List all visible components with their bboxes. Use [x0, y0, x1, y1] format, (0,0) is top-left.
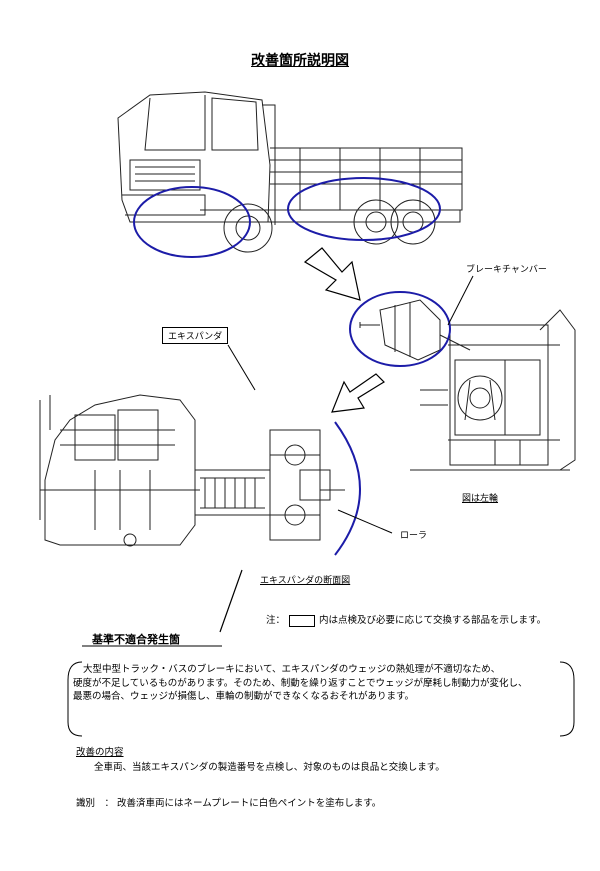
front-wheel [223, 203, 273, 253]
brake-chamber-highlight [349, 291, 451, 367]
brake-chamber-label: ブレーキチャンバー [466, 265, 547, 275]
arrow-to-chamber [303, 247, 361, 301]
defect-line-2: 硬度が不足しているものがあります。そのため、制動を繰り返すことでウェッジが摩耗し… [73, 677, 528, 689]
brake-chamber-leader [447, 275, 474, 326]
rear-brake-highlight [287, 177, 441, 241]
note-line: 注： 内は点検及び必要に応じて交換する部品を示します。 [266, 612, 546, 627]
desc-bracket-left [67, 661, 83, 737]
identification-text: 改善済車両にはネームプレートに白色ペイントを塗布します。 [117, 798, 382, 809]
brake-chamber-drawing [359, 299, 471, 361]
desc-bracket-right [559, 661, 575, 737]
roller-leader [337, 509, 393, 534]
defect-heading: 基準不適合発生箇 [92, 633, 180, 646]
note-prefix: 注： [266, 615, 286, 626]
left-wheel-caption: 図は左輪 [462, 494, 499, 504]
remedy-heading: 改善の内容 [76, 747, 124, 758]
expander-leader [227, 344, 256, 391]
note-sample-box [289, 614, 316, 627]
truck-illustration [117, 91, 463, 253]
page-title: 改善箇所説明図 [251, 53, 349, 69]
identification-label: 識別 ： [76, 798, 115, 809]
arrow-to-section [331, 373, 385, 413]
expander-section-drawing [39, 394, 345, 547]
note-text: 内は点検及び必要に応じて交換する部品を示します。 [319, 615, 547, 626]
front-brake-highlight [133, 186, 251, 258]
expander-label: エキスパンダ [162, 327, 229, 344]
brake-assembly-drawing [410, 309, 576, 471]
cab-windshield [144, 95, 206, 151]
rear-wheel-1 [353, 199, 399, 245]
defect-pointer-line [219, 569, 243, 633]
defect-line-3: 最悪の場合、ウェッジが損傷し、車輪の制動ができなくなるおそれがあります。 [73, 691, 415, 702]
roller-highlight [334, 421, 361, 556]
identification-line: 識別 ： 改善済車両にはネームプレートに白色ペイントを塗布します。 [76, 795, 381, 809]
roller-label: ローラ [400, 531, 428, 541]
truck-cab [117, 91, 271, 223]
remedy-text: 全車両、当該エキスパンダの製造番号を点検し、対象のものは良品と交換します。 [94, 762, 445, 773]
cab-grille [129, 159, 201, 191]
defect-line-1: 大型中型トラック・バスのブレーキにおいて、エキスパンダのウェッジの熱処理が不適切… [83, 664, 501, 675]
cab-door-window [211, 97, 259, 151]
section-caption: エキスパンダの断面図 [260, 576, 351, 586]
rear-wheel-2 [390, 199, 436, 245]
defect-description: 大型中型トラック・バスのブレーキにおいて、エキスパンダのウェッジの熱処理が不適切… [73, 663, 563, 704]
